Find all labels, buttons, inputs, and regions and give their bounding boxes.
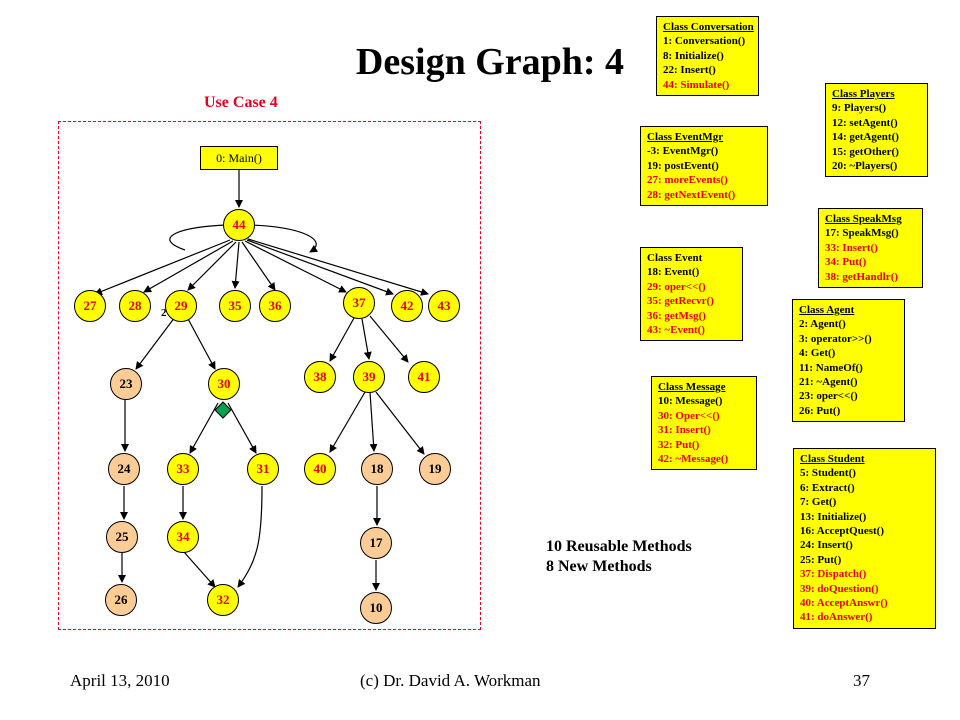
graph-node-17: 17 (360, 527, 392, 559)
class-method: 9: Players() (832, 102, 887, 115)
class-method: 18: Event() (647, 266, 700, 279)
class-method: 30: Oper<<() (658, 409, 720, 422)
class-method: 6: Extract() (800, 481, 855, 494)
class-method: -3: EventMgr() (647, 145, 719, 158)
class-method: 14: getAgent() (832, 131, 899, 144)
graph-node-42: 42 (391, 290, 423, 322)
class-method: 38: getHandlr() (825, 270, 899, 283)
class-box-event: Class Event 18: Event()29: oper<<() 35: ge… (640, 247, 743, 342)
graph-node-27: 27 (74, 290, 106, 322)
graph-node-24: 24 (108, 453, 140, 485)
use-case-boundary (58, 121, 481, 630)
footer-page-number: 37 (853, 671, 870, 690)
class-method: 36: getMsg() (647, 309, 706, 322)
class-method: 34: Put() (825, 256, 867, 269)
graph-node-26: 26 (105, 584, 137, 616)
graph-node-39: 39 (353, 361, 385, 393)
class-method: 17: SpeakMsg() (825, 227, 899, 240)
class-name: Class EventMgr (647, 131, 724, 143)
class-box-message: Class Message 10: Message()30: Oper<<() 31… (651, 376, 757, 471)
graph-node-40: 40 (304, 453, 336, 485)
class-method: 23: oper<<() (799, 390, 858, 403)
graph-node-43: 43 (428, 290, 460, 322)
graph-node-29: 29 (165, 290, 197, 322)
class-name: Class SpeakMsg (825, 213, 902, 225)
class-method: 39: doQuestion() (800, 582, 879, 595)
method-summary: 10 Reusable Methods 8 New Methods (546, 537, 692, 577)
class-method: 27: moreEvents() (647, 174, 728, 187)
class-method: 13: Initialize() (800, 510, 867, 523)
graph-node-28: 28 (119, 290, 151, 322)
graph-node-23: 23 (110, 368, 142, 400)
class-name: Class Message (658, 381, 726, 393)
graph-node-25: 25 (106, 521, 138, 553)
class-method: 4: Get() (799, 347, 836, 360)
class-method: 11: NameOf() (799, 361, 863, 374)
class-method: 8: Initialize() (663, 49, 724, 62)
class-method: 12: setAgent() (832, 116, 898, 129)
summary-new: 8 New Methods (546, 558, 652, 575)
class-method: 41: doAnswer() (800, 611, 873, 624)
class-method: 42: ~Message() (658, 453, 729, 466)
main-method-box: 0: Main() (200, 146, 278, 170)
class-method: 20: ~Players() (832, 160, 898, 173)
class-method: 32: Put() (658, 438, 700, 451)
class-method: 43: ~Event() (647, 324, 705, 337)
class-method: 19: postEvent() (647, 159, 719, 172)
class-method: 3: operator>>() (799, 332, 872, 345)
class-box-student: Class Student 5: Student()6: Extract() 7: … (793, 448, 936, 629)
class-method: 21: ~Agent() (799, 376, 858, 389)
class-method: 10: Message() (658, 395, 723, 408)
class-name: Class Conversation (663, 21, 754, 33)
class-method: 2: Agent() (799, 318, 846, 331)
graph-node-41: 41 (408, 361, 440, 393)
class-name: Class Event (647, 252, 703, 264)
class-name: Class Student (800, 453, 865, 465)
use-case-label: Use Case 4 (204, 94, 278, 111)
class-name: Class Players (832, 88, 895, 100)
graph-node-36: 36 (259, 290, 291, 322)
page-title: Design Graph: 4 (355, 41, 625, 83)
class-method: 37: Dispatch() (800, 568, 867, 581)
graph-node-38: 38 (304, 361, 336, 393)
class-method: 40: AcceptAnswr() (800, 597, 888, 610)
class-method: 29: oper<<() (647, 280, 706, 293)
class-box-speakmsg: Class SpeakMsg 17: SpeakMsg()33: Insert()… (818, 208, 923, 289)
class-method: 1: Conversation() (663, 35, 746, 48)
class-box-players: Class Players 9: Players()12: setAgent() 1… (825, 83, 928, 178)
graph-node-30: 30 (208, 368, 240, 400)
class-box-agent: Class Agent 2: Agent()3: operator>>() 4: G… (792, 299, 905, 423)
graph-node-31: 31 (247, 453, 279, 485)
graph-node-18: 18 (361, 453, 393, 485)
class-method: 25: Put() (800, 553, 842, 566)
graph-node-44: 44 (223, 209, 255, 241)
graph-node-37: 37 (343, 287, 375, 319)
graph-node-33: 33 (167, 453, 199, 485)
class-name: Class Agent (799, 304, 855, 316)
class-box-eventmgr: Class EventMgr -3: EventMgr()19: postEven… (640, 126, 768, 207)
class-method: 5: Student() (800, 467, 856, 480)
footer-date: April 13, 2010 (70, 671, 170, 690)
footer-author: (c) Dr. David A. Workman (360, 671, 541, 690)
class-method: 26: Put() (799, 404, 841, 417)
class-method: 7: Get() (800, 496, 837, 509)
graph-node-19: 19 (419, 453, 451, 485)
graph-node-32: 32 (207, 584, 239, 616)
class-method: 15: getOther() (832, 145, 899, 158)
class-method: 35: getRecvr() (647, 295, 714, 308)
class-method: 44: Simulate() (663, 78, 730, 91)
class-method: 24: Insert() (800, 539, 853, 552)
graph-node-34: 34 (167, 521, 199, 553)
class-box-conversation: Class Conversation 1: Conversation()8: In… (656, 16, 759, 97)
graph-node-35: 35 (219, 290, 251, 322)
class-method: 31: Insert() (658, 424, 711, 437)
graph-node-10: 10 (360, 592, 392, 624)
class-method: 28: getNextEvent() (647, 188, 736, 201)
multiplicity-label: 2 (161, 307, 167, 319)
class-method: 33: Insert() (825, 241, 878, 254)
class-method: 16: AcceptQuest() (800, 525, 885, 538)
class-method: 22: Insert() (663, 64, 716, 77)
summary-reusable: 10 Reusable Methods (546, 538, 692, 555)
